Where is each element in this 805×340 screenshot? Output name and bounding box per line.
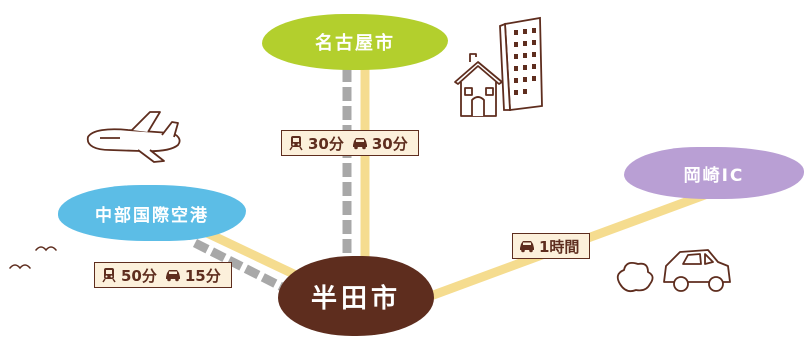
chubu-train-time: 50分	[121, 266, 157, 285]
train-icon	[289, 136, 303, 151]
nagoya-node: 名古屋市	[262, 14, 448, 70]
handa-node: 半田市	[278, 256, 434, 336]
chubu-car-time: 15分	[184, 266, 221, 285]
bird-icon	[9, 246, 57, 270]
nagoya-train-time: 30分	[308, 134, 344, 153]
house-icon	[454, 53, 503, 117]
handa-label: 半田市	[310, 283, 401, 314]
car-icon	[520, 241, 534, 253]
nagoya-car-time: 30分	[371, 134, 408, 153]
chubu-route-box: 50分 15分	[94, 262, 232, 288]
okazaki-label: 岡崎IC	[683, 165, 745, 186]
train-icon	[102, 268, 116, 283]
nagoya-route-box: 30分 30分	[281, 130, 419, 156]
car-icon	[165, 270, 180, 282]
chubu-road-line	[203, 227, 302, 282]
okazaki-car-time: 1時間	[539, 237, 580, 256]
okazaki-route-box: 1時間	[512, 233, 591, 259]
nagoya-label: 名古屋市	[315, 33, 395, 54]
chubu-airport-node: 中部国際空港	[58, 185, 246, 241]
car-icon	[352, 138, 367, 150]
chubu-airport-label: 中部国際空港	[95, 205, 209, 226]
okazaki-node: 岡崎IC	[624, 147, 804, 199]
cloud-icon	[616, 261, 654, 293]
car-illustration-icon	[663, 249, 731, 292]
building-icon	[499, 16, 543, 112]
airplane-icon	[86, 111, 181, 163]
